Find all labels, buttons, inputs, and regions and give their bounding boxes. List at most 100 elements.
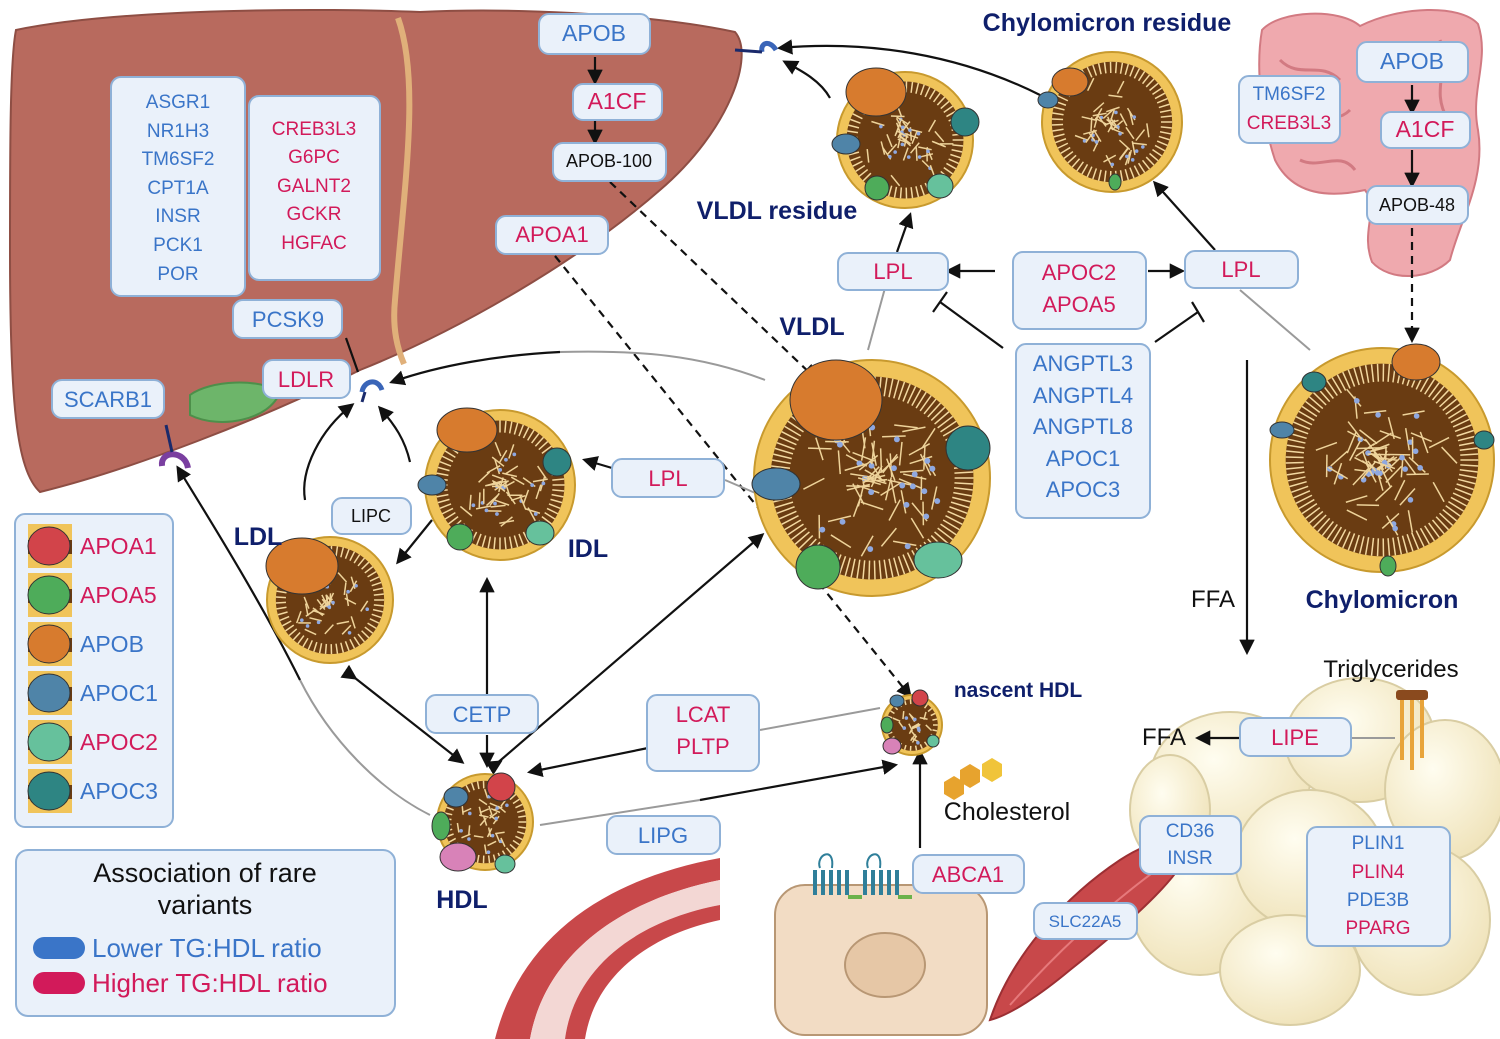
legend-swatch-apoc1 (28, 674, 70, 712)
svg-text:A1CF: A1CF (1396, 116, 1455, 142)
apo-apoc1-protein (418, 475, 446, 495)
apo-apoc1-protein (890, 695, 904, 707)
apo-apob-protein (1392, 344, 1440, 380)
legend-swatch-apoc3 (28, 772, 70, 810)
apo-apob-protein (846, 68, 906, 116)
pcsk9-box: PCSK9 (233, 300, 342, 338)
liver-apob-box: APOB (539, 14, 650, 54)
association-legend: Association of rare variants Lower TG:HD… (16, 850, 395, 1016)
svg-text:CREB3L3: CREB3L3 (272, 119, 357, 140)
apo-apoc3-protein (1302, 372, 1326, 392)
apo-apoa5-protein (865, 176, 889, 200)
ldl-particle (266, 537, 393, 663)
svg-text:LIPG: LIPG (638, 823, 688, 848)
svg-text:GCKR: GCKR (287, 204, 342, 225)
apo-apoa1-protein (912, 690, 928, 706)
svg-text:LDLR: LDLR (278, 367, 334, 392)
svg-text:PCK1: PCK1 (153, 235, 203, 256)
svg-text:APOC3: APOC3 (1046, 477, 1121, 502)
apo-apoa5-protein (432, 812, 450, 840)
apo-apoc2-protein (927, 735, 939, 747)
svg-text:INSR: INSR (155, 206, 200, 227)
muscle-genes-box: CD36 INSR (1140, 816, 1241, 874)
liver-apoa1-box: APOA1 (496, 216, 608, 254)
hdl-particle (432, 773, 533, 873)
ldl-title: LDL (234, 523, 283, 551)
apo-apoc2-protein (526, 521, 554, 545)
higher-label: Higher TG:HDL ratio (92, 968, 328, 998)
svg-text:POR: POR (157, 264, 198, 285)
svg-text:ANGPTL4: ANGPTL4 (1033, 383, 1133, 408)
idl-particle (418, 408, 575, 560)
abca1-box: ABCA1 (913, 855, 1024, 893)
cholesterol-icon (944, 758, 1002, 800)
svg-text:ASGR1: ASGR1 (146, 92, 210, 113)
legend-label-apoc3: APOC3 (80, 778, 158, 804)
legend-label-apoc2: APOC2 (80, 729, 158, 755)
apo-apoa5-protein (447, 524, 473, 550)
legend-swatch-apoa5 (28, 576, 70, 614)
apo-apoa5-protein (1109, 174, 1121, 190)
legend-label-apoa1: APOA1 (80, 533, 157, 559)
svg-text:PCSK9: PCSK9 (252, 307, 324, 332)
legend-swatch-apoa1 (28, 527, 70, 565)
apolipoprotein-legend: APOA1APOA5APOBAPOC1APOC2APOC3 (15, 514, 173, 827)
lipg-box: LIPG (607, 816, 720, 854)
svg-text:TM6SF2: TM6SF2 (142, 149, 215, 170)
apo-apob-protein (437, 408, 497, 452)
apo-apoc3-protein (951, 108, 979, 136)
vldl-title: VLDL (779, 313, 844, 341)
vldl-residue-title: VLDL residue (697, 197, 858, 225)
apo-apoc1-protein (832, 134, 860, 154)
apo-apoc2-protein (914, 542, 962, 578)
liver-genes-higher-box: CREB3L3 G6PC GALNT2 GCKR HGFAC (249, 96, 380, 280)
ffa-left-label: FFA (1142, 724, 1186, 751)
blood-vessel (495, 858, 720, 1039)
svg-text:INSR: INSR (1167, 848, 1212, 869)
slc22a5-box: SLC22A5 (1034, 903, 1137, 939)
apo-apoc3-protein (543, 448, 571, 476)
vldl-residue-particle (832, 68, 979, 208)
svg-text:CPT1A: CPT1A (147, 178, 209, 199)
chylo-residue-particle (1038, 52, 1182, 192)
liver-a1cf-box: A1CF (573, 84, 662, 120)
apo-apoc1-protein (1038, 92, 1058, 108)
apo-apoc3-protein (946, 426, 990, 470)
hdl-title: HDL (436, 886, 487, 914)
triglycerides-label: Triglycerides (1323, 656, 1458, 683)
lpl-left-box: LPL (838, 253, 948, 290)
svg-text:APOB: APOB (1380, 48, 1444, 74)
apo-apoc1-protein (752, 468, 800, 500)
chylomicron-particle (1270, 344, 1494, 576)
apo-apob-protein (1052, 68, 1088, 96)
ffa-top-label: FFA (1191, 586, 1235, 613)
triglyceride-molecule-icon (1396, 690, 1428, 770)
svg-text:PLIN1: PLIN1 (1352, 833, 1405, 854)
cholesterol-label: Cholesterol (944, 798, 1070, 826)
assoc-legend-title-2: variants (158, 890, 253, 920)
assoc-legend-title: Association of rare (93, 858, 317, 888)
svg-text:LIPC: LIPC (351, 506, 391, 526)
svg-text:ANGPTL8: ANGPTL8 (1033, 414, 1133, 439)
lpl-right-box: LPL (1185, 251, 1298, 288)
svg-text:SLC22A5: SLC22A5 (1049, 912, 1122, 931)
lower-label: Lower TG:HDL ratio (92, 933, 322, 963)
intestine-apob48-box: APOB-48 (1367, 186, 1468, 224)
lower-swatch (33, 937, 85, 959)
legend-label-apob: APOB (80, 631, 144, 657)
ldlr-box: LDLR (263, 360, 350, 398)
apo-apoc1-protein (444, 787, 468, 807)
svg-text:PPARG: PPARG (1345, 918, 1410, 939)
svg-text:APOA5: APOA5 (1042, 292, 1115, 317)
svg-text:CD36: CD36 (1166, 821, 1215, 842)
cetp-box: CETP (426, 695, 538, 733)
svg-text:GALNT2: GALNT2 (277, 176, 351, 197)
apoc2-apoa5-box: APOC2 APOA5 (1013, 252, 1146, 329)
apo-apoa5-protein (881, 717, 893, 733)
svg-text:CETP: CETP (453, 702, 512, 727)
svg-text:A1CF: A1CF (588, 88, 647, 114)
angptl-box: ANGPTL3 ANGPTL4 ANGPTL8 APOC1 APOC3 (1016, 344, 1150, 518)
svg-text:G6PC: G6PC (288, 147, 340, 168)
svg-text:CREB3L3: CREB3L3 (1247, 113, 1332, 134)
